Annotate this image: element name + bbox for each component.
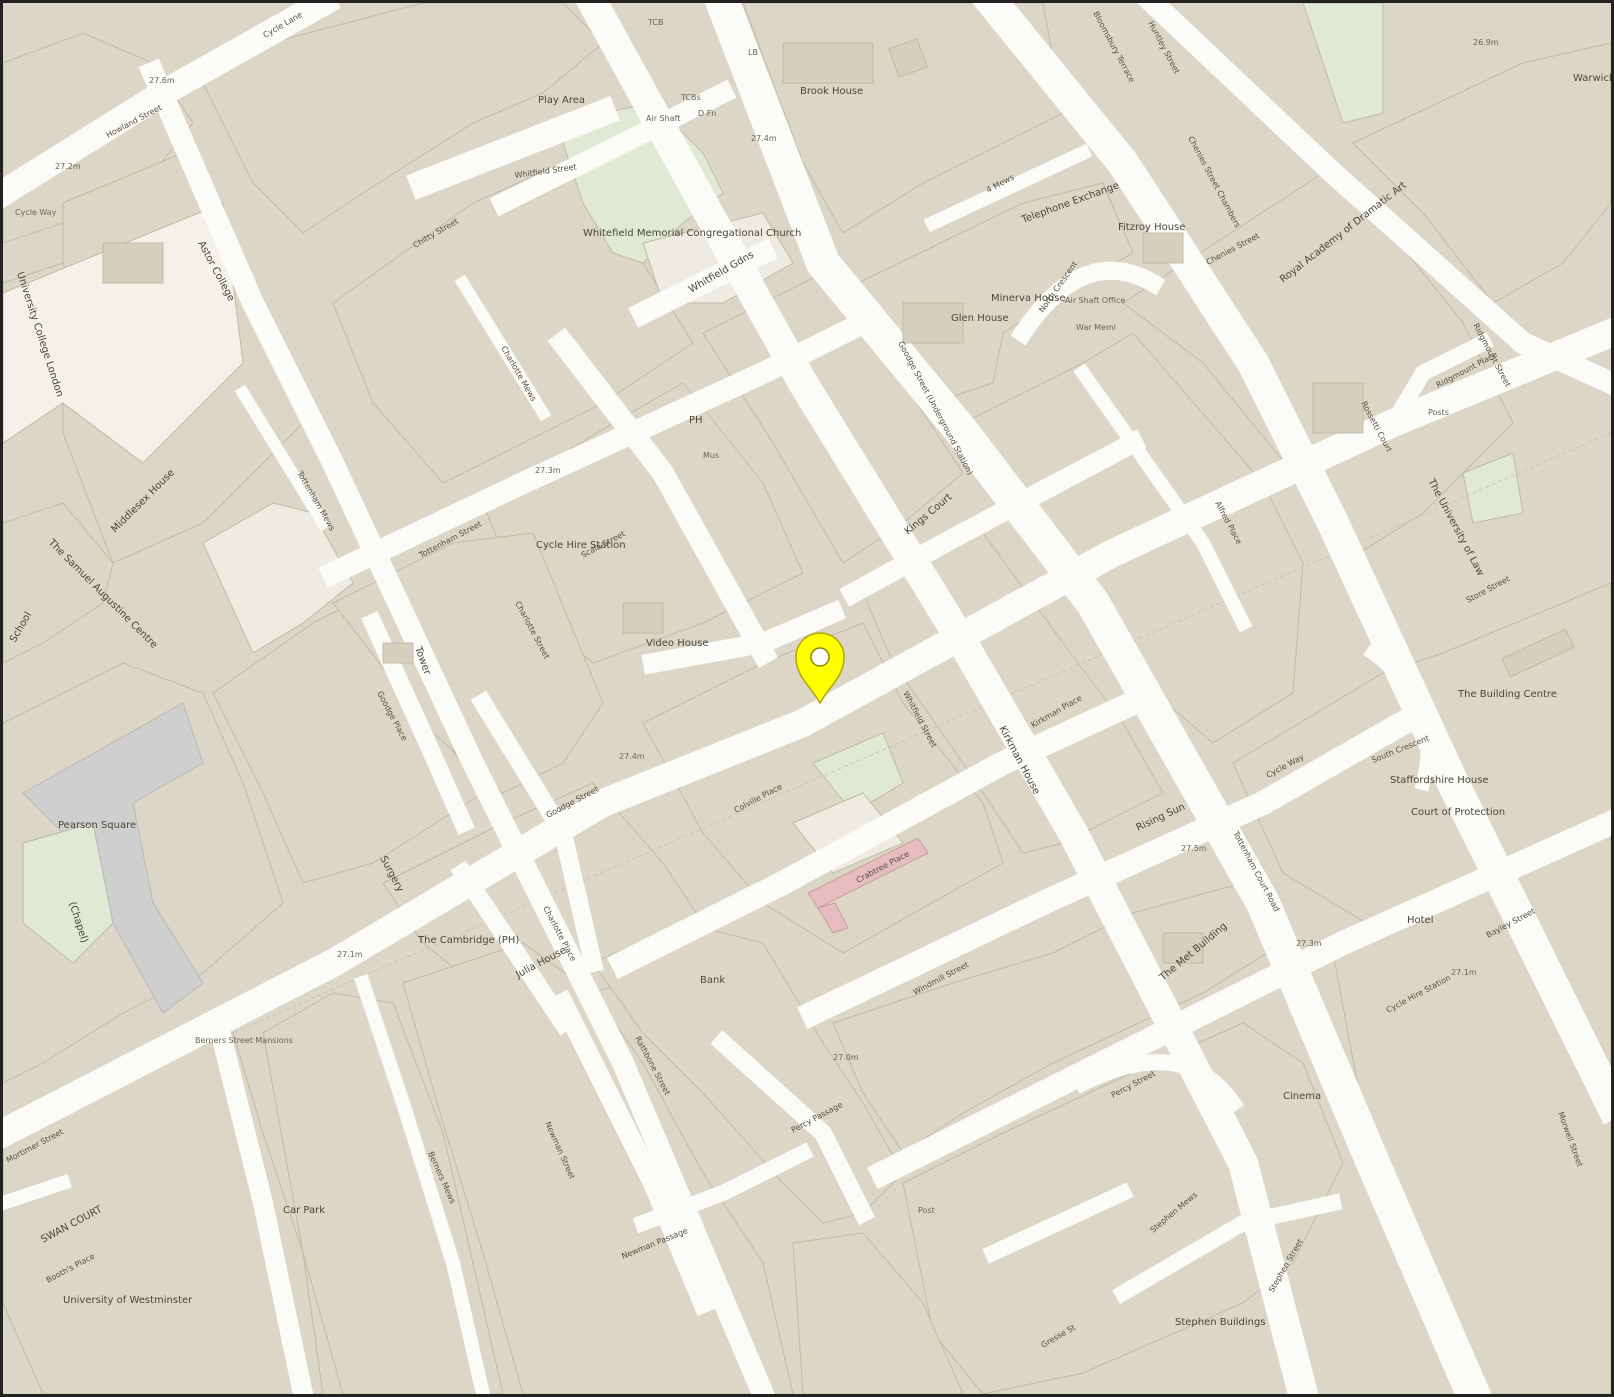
- place-label: Staffordshire House: [1390, 775, 1489, 786]
- spot-height: 26.9m: [1473, 38, 1499, 47]
- place-label: Car Park: [283, 1205, 325, 1216]
- spot-height: 27.6m: [149, 76, 175, 85]
- place-label: Glen House: [951, 313, 1009, 324]
- place-label: Cinema: [1283, 1091, 1321, 1102]
- spot-height: 27.1m: [337, 950, 363, 959]
- place-label: TCB: [647, 18, 664, 27]
- spot-height: 27.5m: [1181, 844, 1207, 853]
- place-label: Minerva House: [991, 293, 1066, 304]
- place-label: Cycle Hire Station: [536, 540, 626, 551]
- place-label: Hotel: [1407, 915, 1434, 926]
- place-label: Bank: [700, 975, 725, 986]
- place-label: Fitzroy House: [1118, 222, 1185, 233]
- place-label: LB: [748, 48, 758, 57]
- street-map[interactable]: Cycle Lane Howland Street Whitfield Stre…: [3, 3, 1611, 1394]
- spot-height: 27.4m: [619, 752, 645, 761]
- place-label: Pearson Square: [58, 820, 136, 831]
- map-pin-icon[interactable]: [795, 632, 845, 705]
- place-label: Play Area: [538, 95, 585, 106]
- spot-height: 27.4m: [751, 134, 777, 143]
- road-network: [3, 3, 1611, 1394]
- spot-height: 27.3m: [1296, 939, 1322, 948]
- place-label: PH: [689, 415, 703, 426]
- place-label: Air Shaft: [646, 114, 680, 123]
- place-label: Video House: [646, 638, 709, 649]
- place-label: War Meml: [1076, 323, 1116, 332]
- place-label: Posts: [1428, 408, 1449, 417]
- place-label: Warwick: [1573, 73, 1611, 84]
- place-label: The Building Centre: [1457, 689, 1557, 700]
- place-label: TCBs: [680, 93, 701, 102]
- place-label: Stephen Buildings: [1175, 1317, 1266, 1328]
- place-label: The Cambridge (PH): [417, 935, 519, 946]
- place-label: Cycle Way: [15, 208, 57, 217]
- spot-height: 27.3m: [535, 466, 561, 475]
- place-label: Brook House: [800, 86, 863, 97]
- place-label: Berners Street Mansions: [195, 1036, 293, 1045]
- place-label: Whitefield Memorial Congregational Churc…: [583, 228, 801, 239]
- special-areas: [3, 3, 1524, 1014]
- place-label: Post: [918, 1206, 935, 1215]
- place-label: D Fn: [698, 109, 716, 118]
- spot-height: 27.0m: [833, 1053, 859, 1062]
- spot-heights: 27.6m 27.2m 27.4m 27.3m 27.4m 27.1m 27.0…: [55, 38, 1499, 1062]
- place-label: Mus: [703, 451, 719, 460]
- building-outlines: [102, 38, 1575, 964]
- place-label: Air Shaft Office: [1065, 296, 1125, 305]
- place-label: Court of Protection: [1411, 807, 1505, 818]
- place-label: University of Westminster: [63, 1295, 193, 1306]
- spot-height: 27.1m: [1451, 968, 1477, 977]
- spot-height: 27.2m: [55, 162, 81, 171]
